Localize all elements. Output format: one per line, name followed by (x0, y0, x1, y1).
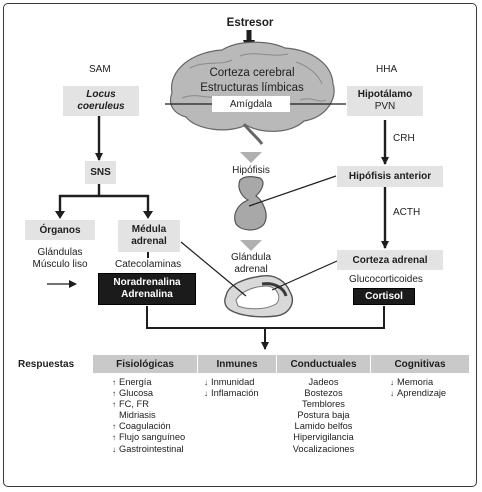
category-physiological: Fisiológicas (93, 355, 197, 373)
noradrenaline-label: Noradrenalina (113, 277, 181, 288)
list-item: Jadeos (308, 377, 339, 387)
list-item: ↑FC, FR (112, 399, 149, 410)
crh-label: CRH (393, 133, 415, 144)
list-item: Postura baja (297, 410, 350, 421)
catecholamines-box: Noradrenalina Adrenalina (98, 273, 196, 305)
hypothalamus-box: Hipotálamo PVN (347, 86, 423, 116)
hha-title: HHA (376, 64, 398, 75)
cognitive-list: ↓Memoria ↓Aprendizaje (390, 377, 446, 399)
physiological-list: ↑Energía ↑Glucosa ↑FC, FR Midriasis ↑Coa… (112, 377, 185, 455)
gray-arrow-pituitary-adrenal (240, 240, 262, 251)
organs-box: Órganos (25, 220, 95, 240)
brain-label-cortex: Corteza cerebral (209, 67, 295, 79)
sns-branch-lines (58, 194, 150, 211)
organs-sub-glands: Glándulas (37, 247, 83, 258)
pituitary-pointer-line (248, 175, 337, 207)
pituitary-label: Hipófisis (232, 165, 270, 176)
adrenal-cortex-box: Corteza adrenal (337, 250, 443, 270)
pvn-label: PVN (374, 101, 396, 112)
stressor-label: Estresor (226, 17, 274, 29)
sns-box: SNS (85, 161, 116, 184)
gray-arrow-brain-pituitary (240, 152, 262, 163)
list-item: ↑Coagulación (112, 421, 171, 432)
list-item: ↓Memoria (390, 377, 434, 387)
catecholamines-label: Catecolaminas (115, 259, 182, 270)
responses-title: Respuestas (18, 359, 75, 370)
acth-label: ACTH (393, 207, 421, 218)
list-item: ↑Flujo sanguíneo (112, 432, 186, 443)
pituitary-illustration (234, 176, 267, 231)
list-item: Bostezos (304, 388, 343, 399)
list-item: ↓Inflamación (204, 388, 259, 399)
category-behavioral: Conductuales (277, 355, 370, 373)
adrenal-medulla-pointer-line (180, 241, 247, 297)
adrenal-gland-label-1: Glándula (230, 252, 272, 263)
behavioral-list: Jadeos Bostezos Temblores Postura baja L… (277, 377, 370, 455)
brain-illustration (169, 41, 335, 145)
adrenaline-label: Adrenalina (121, 289, 173, 300)
sam-title: SAM (89, 64, 111, 75)
adrenal-medulla-box: Médula adrenal (118, 220, 180, 252)
adrenal-cortex-pointer-line (271, 260, 338, 291)
adrenal-gland-label-2: adrenal (234, 264, 268, 275)
figure-frame (3, 3, 477, 487)
glucocorticoids-label: Glucocorticoides (349, 274, 423, 285)
category-cognitive: Cognitivas (371, 355, 469, 373)
brain-label-limbic: Estructuras límbicas (200, 82, 304, 94)
anterior-pituitary-box: Hipófisis anterior (337, 166, 443, 187)
list-item: Hipervigilancia (293, 432, 354, 443)
cortisol-box: Cortisol (353, 288, 415, 305)
list-item: ↑Energía (112, 377, 152, 387)
list-item: Lamido belfos (294, 421, 353, 432)
immune-list: ↓Inmunidad ↓Inflamación (204, 377, 259, 399)
organs-sub-smooth-muscle: Músculo liso (32, 259, 88, 270)
list-item: ↓Gastrointestinal (112, 443, 184, 454)
list-item: Temblores (302, 399, 345, 410)
list-item: ↓Inmunidad (204, 377, 255, 387)
list-item: ↓Aprendizaje (390, 388, 447, 399)
list-item: Vocalizaciones (292, 443, 355, 454)
list-item: ↑Glucosa (112, 388, 154, 399)
amygdala-label: Amígdala (212, 96, 290, 112)
hypothalamus-label: Hipotálamo (357, 89, 413, 100)
category-immune: Inmunes (198, 355, 276, 373)
locus-coeruleus-box: Locus coeruleus (63, 86, 139, 116)
list-item: Midriasis (119, 410, 156, 421)
